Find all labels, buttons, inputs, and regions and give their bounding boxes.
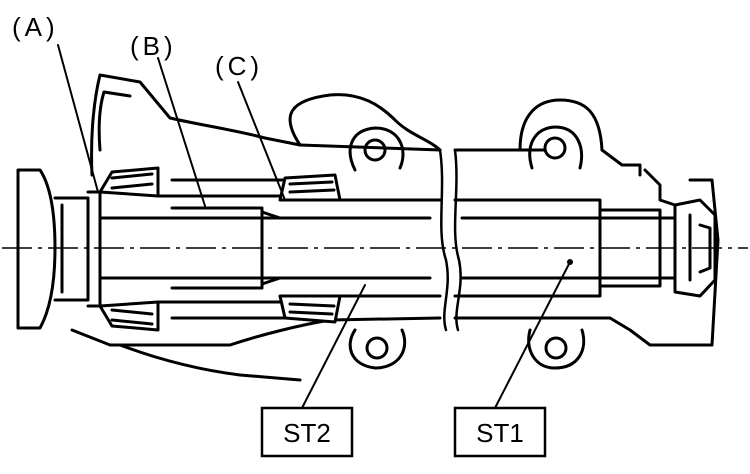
bolt-boss-lower-left [365, 336, 389, 360]
leader-c [237, 81, 286, 201]
bearing-a-upper [98, 166, 160, 198]
bearing-c-upper [278, 173, 342, 202]
leader-a [57, 44, 99, 193]
label-c: (C) [215, 51, 263, 81]
st2-label: ST2 [283, 418, 331, 448]
bolt-boss-upper-left [348, 126, 405, 172]
bearing-a-lower [98, 300, 160, 332]
housing-lower [70, 316, 692, 382]
break-lines [438, 148, 462, 332]
label-a: (A) [12, 12, 59, 42]
housing-right-flange [688, 178, 720, 347]
housing-upper [90, 73, 692, 212]
leader-b [157, 57, 206, 207]
bearing-c-lower [278, 294, 342, 324]
st1-label: ST1 [476, 418, 524, 448]
bolt-boss-upper-right [528, 125, 584, 170]
leader-st1 [494, 261, 571, 409]
label-b: (B) [130, 31, 177, 61]
bolt-boss-lower-right [544, 336, 568, 360]
spacer-b [156, 178, 287, 320]
leader-st2 [301, 284, 366, 409]
companion-flange [16, 168, 102, 330]
st2-box [260, 406, 354, 458]
pinion-shaft [98, 206, 692, 290]
st1-pointer-dot [567, 259, 573, 265]
st1-box [453, 406, 547, 458]
